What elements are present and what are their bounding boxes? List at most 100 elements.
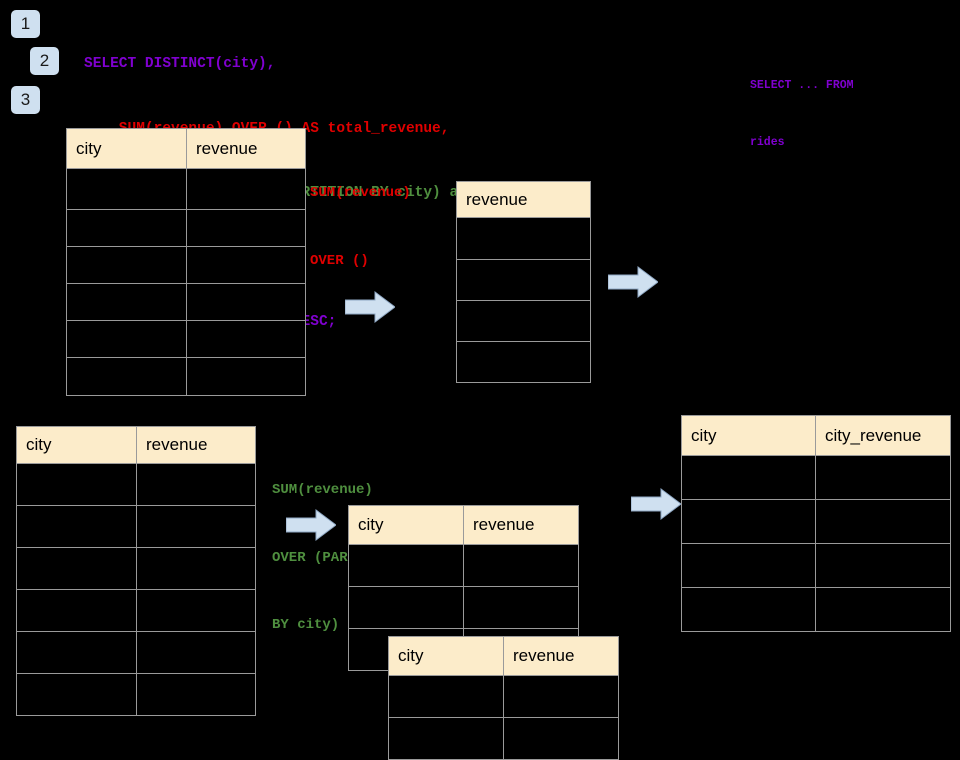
arrow-total-revenue-to-result xyxy=(608,266,658,298)
annotation-total-revenue-line-1: SUM(revenue) xyxy=(310,185,411,201)
table-row xyxy=(681,455,951,500)
table-row xyxy=(66,168,306,210)
cell-revenue xyxy=(136,463,256,506)
table-row xyxy=(66,246,306,284)
cell-city xyxy=(16,547,137,590)
cell-city xyxy=(681,543,816,588)
column-header-city: city xyxy=(681,415,816,456)
cell-city xyxy=(348,586,464,629)
cell-revenue xyxy=(186,168,306,210)
cell-city xyxy=(388,675,504,718)
partition-group-table-front: city revenue xyxy=(388,636,619,760)
cell-revenue xyxy=(136,547,256,590)
cell-revenue xyxy=(136,631,256,674)
column-header-revenue: revenue xyxy=(503,636,619,676)
cell-city xyxy=(348,544,464,587)
cell-revenue xyxy=(186,357,306,396)
cell-revenue xyxy=(186,320,306,358)
cell-revenue xyxy=(456,217,591,260)
arrow-partition-to-result xyxy=(631,488,681,520)
cell-revenue xyxy=(186,283,306,321)
column-header-city: city xyxy=(388,636,504,676)
cell-revenue xyxy=(456,259,591,301)
cell-revenue xyxy=(186,209,306,247)
table-row xyxy=(681,499,951,544)
sql-line-select: SELECT DISTINCT(city), xyxy=(84,56,276,72)
table-header-row: city revenue xyxy=(348,505,579,545)
cell-city-revenue xyxy=(815,587,951,632)
table-row xyxy=(456,300,591,342)
cell-revenue xyxy=(503,675,619,718)
step-badge-1: 1 xyxy=(11,10,40,38)
table-header-row: revenue xyxy=(456,181,591,218)
cell-revenue xyxy=(463,586,579,629)
cell-city xyxy=(16,673,137,716)
table-row xyxy=(16,589,256,632)
table-header-row: city city_revenue xyxy=(681,415,951,456)
cell-city xyxy=(66,209,187,247)
table-header-row: city revenue xyxy=(388,636,619,676)
table-row xyxy=(388,675,619,718)
table-row xyxy=(456,259,591,301)
cell-revenue xyxy=(136,673,256,716)
cell-city xyxy=(66,246,187,284)
column-header-revenue: revenue xyxy=(136,426,256,464)
cell-city-revenue xyxy=(815,499,951,544)
arrow-rides-to-total-revenue xyxy=(345,291,395,323)
cell-revenue xyxy=(456,341,591,383)
table-row xyxy=(66,320,306,358)
table-row xyxy=(456,217,591,260)
cell-city xyxy=(16,505,137,548)
table-row xyxy=(348,544,579,587)
cell-revenue xyxy=(503,717,619,760)
side-note-line-2: rides xyxy=(750,136,785,149)
table-row xyxy=(16,463,256,506)
table-row xyxy=(16,505,256,548)
annotation-total-revenue-line-2: OVER () xyxy=(310,252,369,269)
cell-city-revenue xyxy=(815,543,951,588)
cell-revenue xyxy=(136,589,256,632)
table-row xyxy=(456,341,591,383)
cell-city xyxy=(681,587,816,632)
step-badge-3: 3 xyxy=(11,86,40,114)
rides-source-table-top: city revenue xyxy=(66,128,306,396)
table-row xyxy=(66,357,306,396)
table-row xyxy=(16,547,256,590)
column-header-revenue: revenue xyxy=(186,128,306,169)
annotation-total-revenue: SUM(revenue) OVER () xyxy=(310,137,411,317)
table-row xyxy=(16,631,256,674)
side-note-line-1: SELECT ... FROM xyxy=(750,79,854,92)
column-header-city: city xyxy=(16,426,137,464)
table-row xyxy=(681,587,951,632)
cell-city xyxy=(16,589,137,632)
cell-city xyxy=(16,463,137,506)
table-row xyxy=(16,673,256,716)
cell-revenue xyxy=(456,300,591,342)
table-row xyxy=(66,283,306,321)
diagram-canvas: 1 2 3 SELECT DISTINCT(city), SUM(revenue… xyxy=(11,10,951,760)
cell-city xyxy=(681,455,816,500)
annotation-city-revenue-line-3: BY city) xyxy=(272,617,340,633)
column-header-revenue: revenue xyxy=(456,181,591,218)
step-badge-2: 2 xyxy=(30,47,59,75)
table-header-row: city revenue xyxy=(66,128,306,169)
table-row xyxy=(388,717,619,760)
table-row xyxy=(348,586,579,629)
rides-source-table-bottom: city revenue xyxy=(16,426,256,716)
total-revenue-table: revenue xyxy=(456,181,591,383)
cell-revenue xyxy=(186,246,306,284)
table-row xyxy=(681,543,951,588)
column-header-city-revenue: city_revenue xyxy=(815,415,951,456)
cell-city xyxy=(681,499,816,544)
arrow-rides-to-partition xyxy=(286,509,336,541)
table-row xyxy=(66,209,306,247)
side-note-select-from-rides: SELECT ... FROM rides xyxy=(750,38,854,190)
annotation-city-revenue: SUM(revenue) OVER (PARTITION BY city) xyxy=(272,434,398,682)
annotation-city-revenue-line-1: SUM(revenue) xyxy=(272,482,373,498)
column-header-city: city xyxy=(348,505,464,545)
cell-city xyxy=(388,717,504,760)
column-header-city: city xyxy=(66,128,187,169)
cell-city xyxy=(66,320,187,358)
cell-city xyxy=(66,283,187,321)
table-header-row: city revenue xyxy=(16,426,256,464)
